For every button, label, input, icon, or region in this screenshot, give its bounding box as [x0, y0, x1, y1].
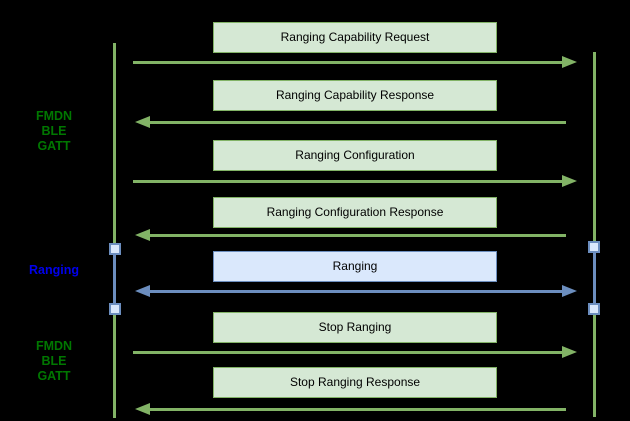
arrow-ranging-capability-response	[135, 116, 566, 128]
arrow-line	[133, 179, 564, 183]
lifeline-right	[593, 52, 596, 417]
arrowhead-left-icon	[135, 229, 150, 241]
arrow-line	[148, 407, 566, 411]
arrow-stop-ranging	[133, 346, 577, 358]
message-box-ranging-configuration: Ranging Configuration	[213, 140, 497, 171]
ranging-endpoint-marker-left-top	[109, 243, 121, 255]
lifeline-right-ranging-segment	[593, 247, 596, 307]
message-box-ranging-capability-request: Ranging Capability Request	[213, 22, 497, 53]
arrowhead-left-icon	[135, 285, 150, 297]
arrowhead-right-icon	[562, 346, 577, 358]
channel-label-fmdn-ble-gatt-bottom: FMDN BLE GATT	[0, 339, 108, 384]
message-box-stop-ranging: Stop Ranging	[213, 312, 497, 343]
channel-label-fmdn-ble-gatt-top: FMDN BLE GATT	[0, 109, 108, 154]
arrow-ranging-bidirectional	[135, 285, 577, 297]
arrowhead-left-icon	[135, 403, 150, 415]
channel-label-line: GATT	[37, 139, 71, 153]
arrow-stop-ranging-response	[135, 403, 566, 415]
message-box-ranging-capability-response: Ranging Capability Response	[213, 80, 497, 111]
arrow-ranging-configuration-response	[135, 229, 566, 241]
channel-label-line: Ranging	[29, 263, 79, 277]
arrow-ranging-capability-request	[133, 56, 577, 68]
arrow-ranging-configuration	[133, 175, 577, 187]
arrowhead-right-icon	[562, 285, 577, 297]
arrow-line	[148, 233, 566, 237]
arrowhead-right-icon	[562, 56, 577, 68]
channel-label-line: BLE	[41, 354, 67, 368]
arrow-line	[148, 289, 564, 293]
channel-label-line: FMDN	[35, 109, 73, 123]
arrow-line	[148, 120, 566, 124]
message-box-ranging-configuration-response: Ranging Configuration Response	[213, 197, 497, 228]
message-box-ranging: Ranging	[213, 251, 497, 282]
channel-label-line: BLE	[41, 124, 67, 138]
lifeline-left	[113, 43, 116, 418]
arrow-line	[133, 350, 564, 354]
ranging-endpoint-marker-left-bottom	[109, 303, 121, 315]
ranging-endpoint-marker-right-top	[588, 241, 600, 253]
arrowhead-right-icon	[562, 175, 577, 187]
channel-label-ranging: Ranging	[0, 263, 108, 278]
channel-label-line: GATT	[37, 369, 71, 383]
arrowhead-left-icon	[135, 116, 150, 128]
channel-label-line: FMDN	[35, 339, 73, 353]
lifeline-left-ranging-segment	[113, 249, 116, 309]
arrow-line	[133, 60, 564, 64]
message-box-stop-ranging-response: Stop Ranging Response	[213, 367, 497, 398]
ranging-endpoint-marker-right-bottom	[588, 303, 600, 315]
